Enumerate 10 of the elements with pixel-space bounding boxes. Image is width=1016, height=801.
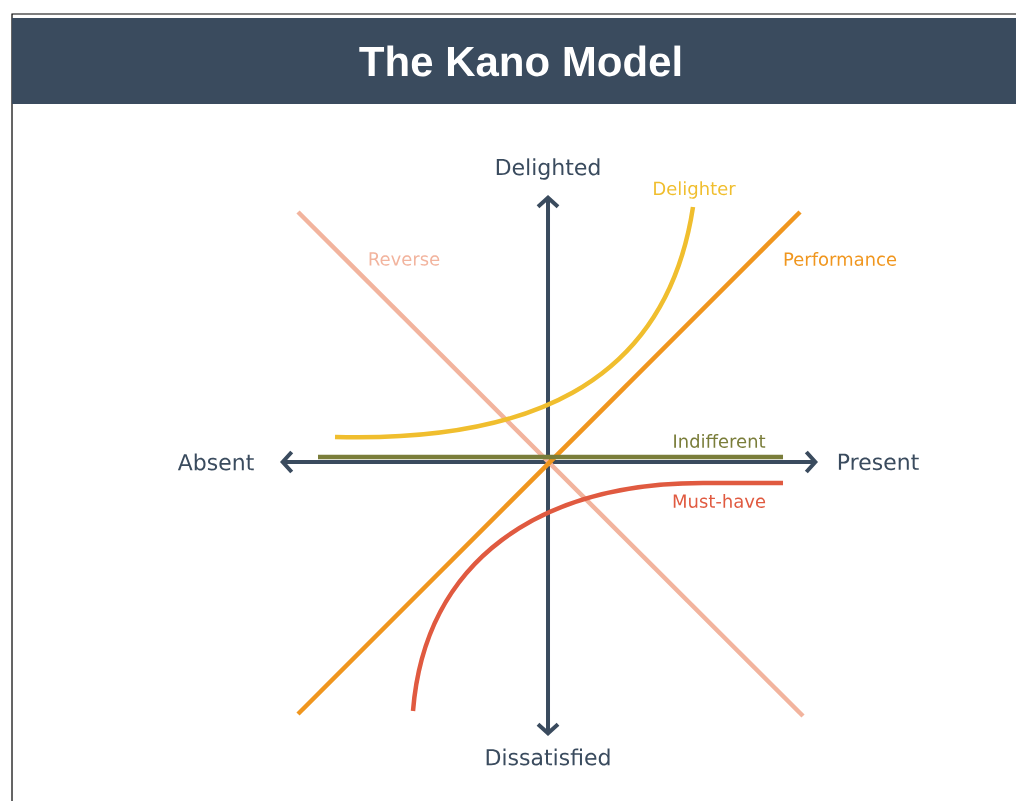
title-banner: The Kano Model	[12, 18, 1016, 104]
curve-label: Reverse	[369, 252, 440, 266]
axis-label: Absent	[177, 453, 254, 471]
curve-label: Indifferent	[674, 434, 766, 448]
axis-label: Dissatisfied	[486, 748, 610, 766]
curve-label: Performance	[784, 252, 897, 266]
axis-label: Delighted	[496, 158, 600, 180]
axis-label: Present	[838, 453, 919, 471]
curve-label: Delighter	[654, 181, 736, 199]
curve-label: Must-have	[673, 494, 766, 508]
